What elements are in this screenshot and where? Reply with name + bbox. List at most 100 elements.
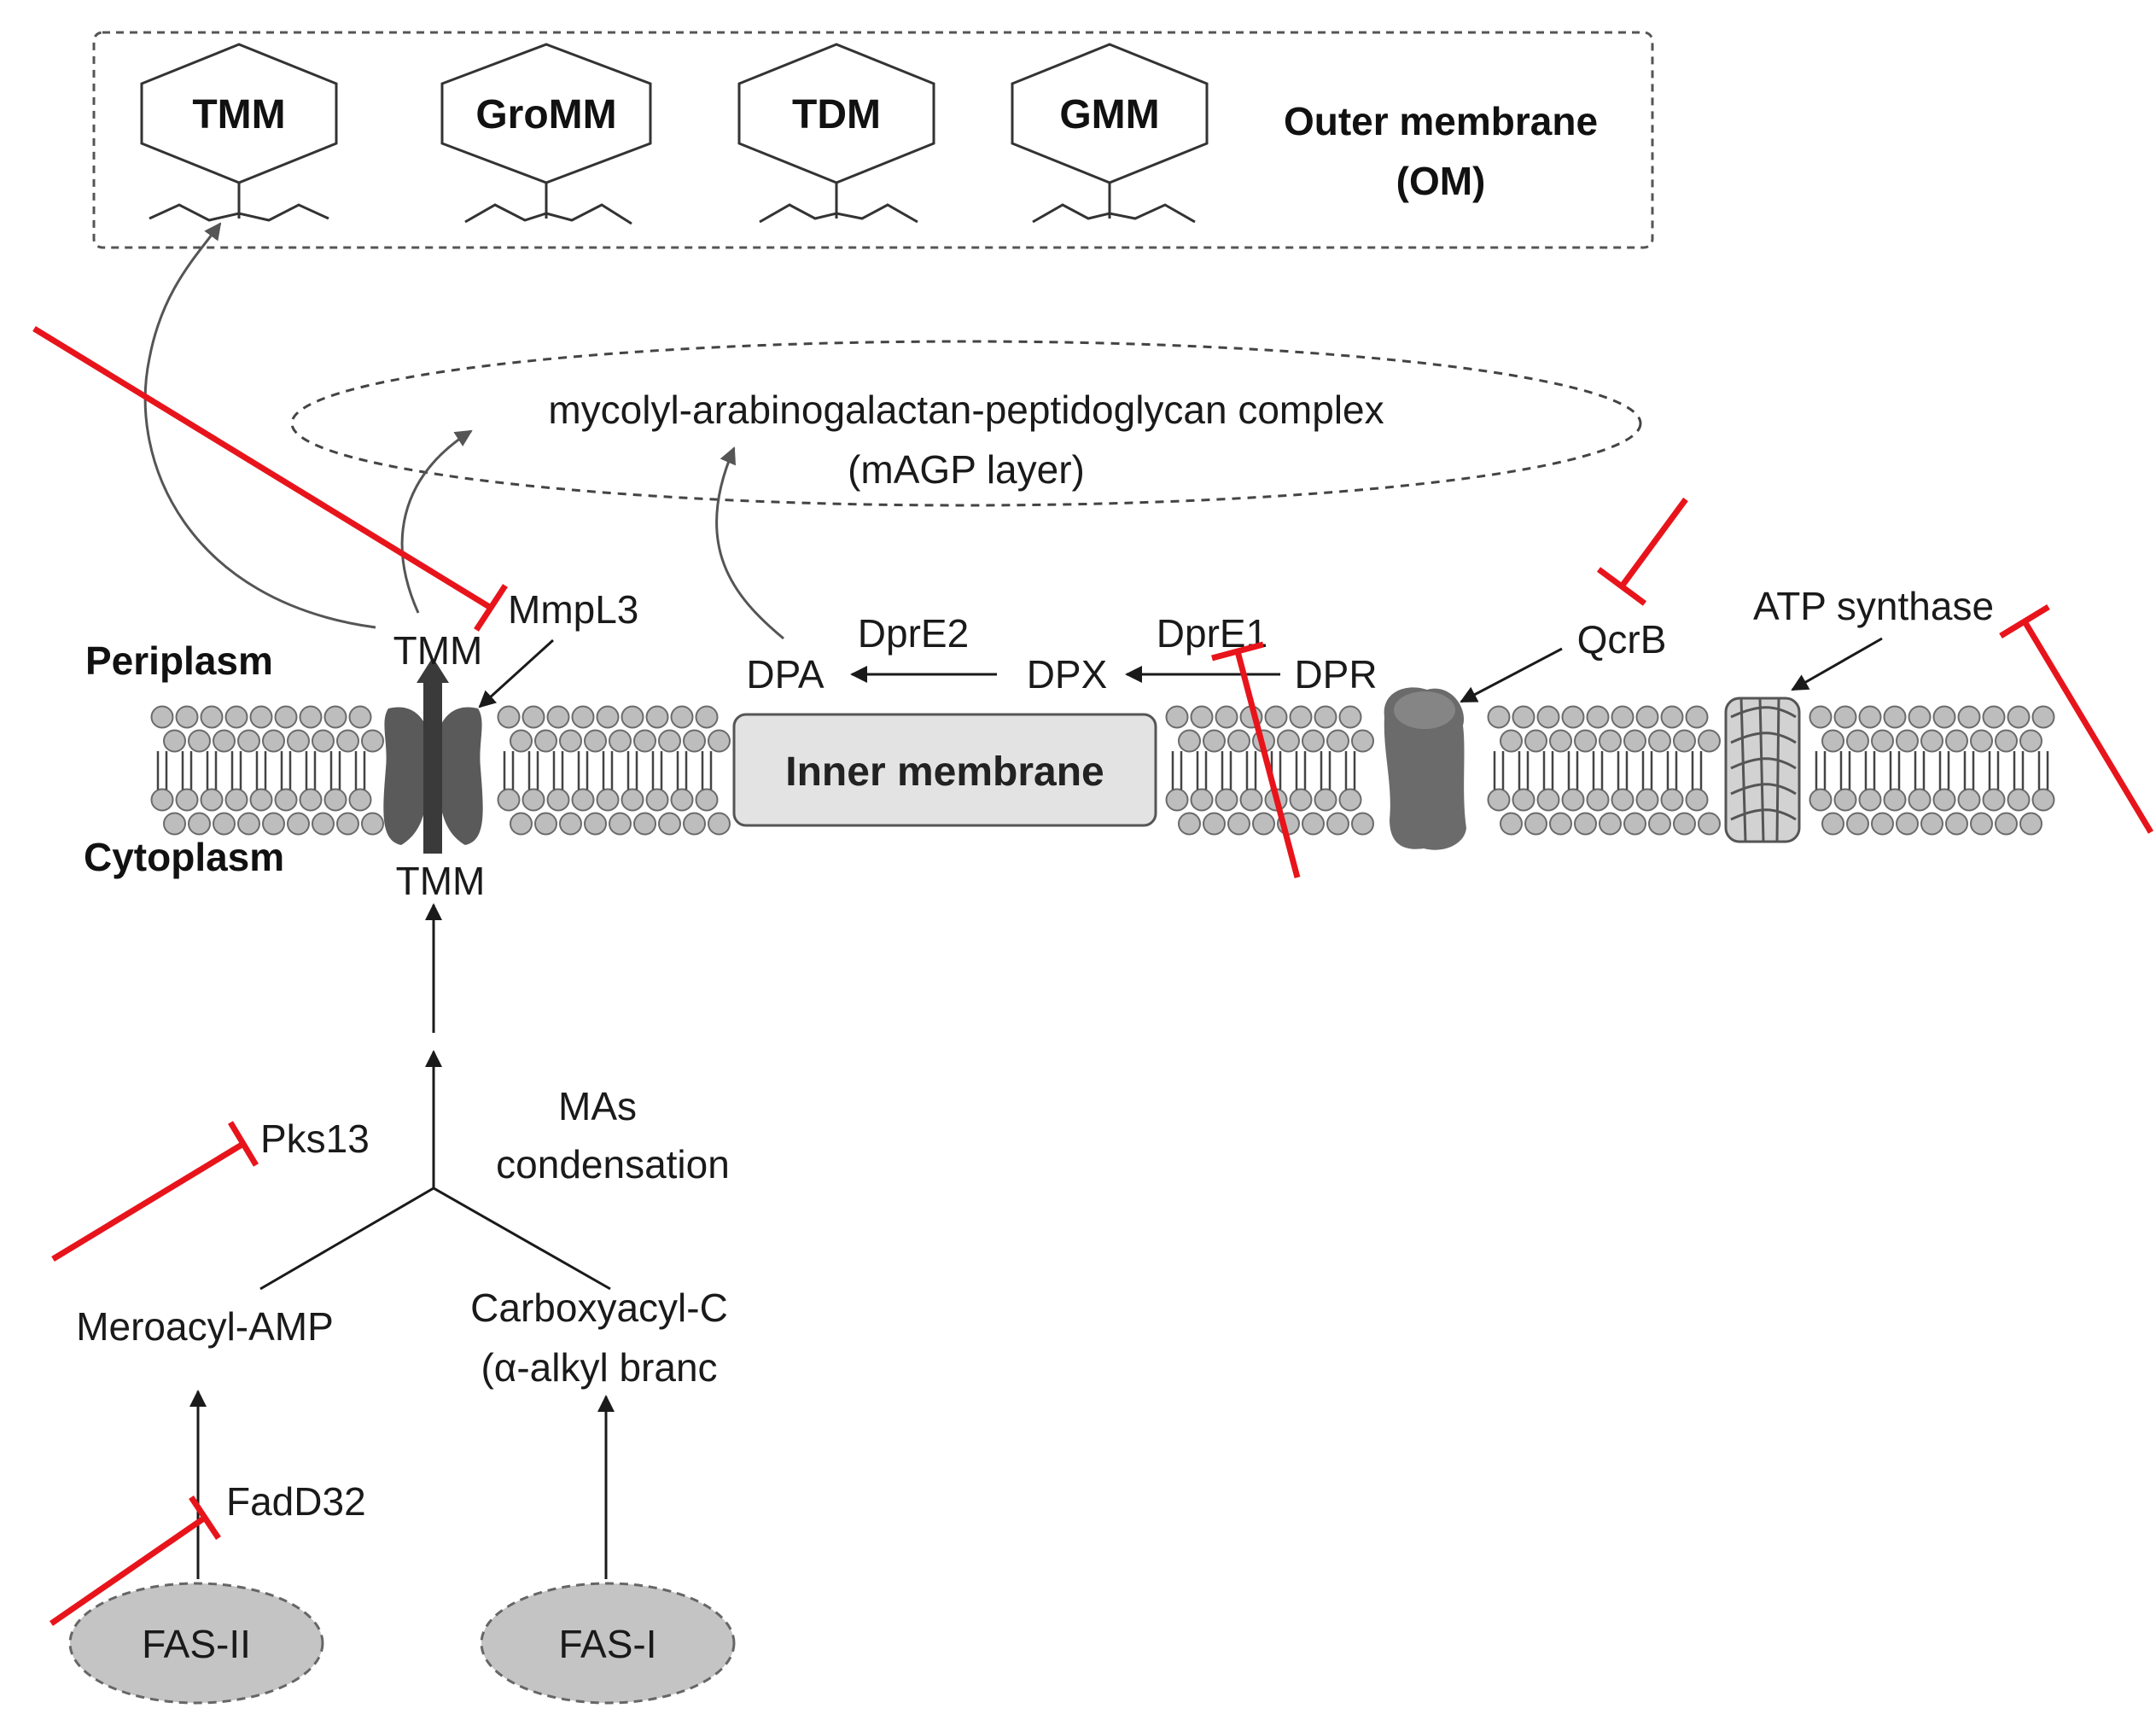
lipid-head: [1908, 788, 1932, 812]
lipid-head: [150, 705, 174, 729]
magp-layer-ellipse: [290, 340, 1642, 507]
lipid-head: [1846, 729, 1869, 753]
pks13-inhibition: [51, 1121, 259, 1262]
lipid-head: [1920, 812, 1943, 836]
lipid-head: [1536, 788, 1560, 812]
lipid-head: [1833, 788, 1857, 812]
qcrb-inhibition: [1596, 497, 1688, 606]
lipid-head: [621, 788, 644, 812]
lipid-head: [175, 705, 199, 729]
lipid-head: [1487, 788, 1511, 812]
lipid-head: [1698, 812, 1721, 836]
mmpl3-pointer: [478, 638, 555, 708]
lipid-head: [534, 729, 557, 753]
carboxyacyl-branch-label: (α-alkyl branc: [481, 1345, 717, 1390]
lipid-head: [1500, 729, 1523, 753]
atp-synthase-label: ATP synthase: [1753, 584, 1994, 628]
dpre2-label: DprE2: [858, 611, 969, 656]
lipid-head: [1809, 705, 1833, 729]
lipid-head: [2031, 788, 2055, 812]
lipid-head: [1586, 705, 1610, 729]
lipid-head: [312, 812, 335, 836]
fas2-node: FAS-II: [68, 1582, 324, 1705]
lipid-head: [1648, 729, 1671, 753]
lipid-head: [1487, 705, 1511, 729]
lipid-head: [213, 729, 236, 753]
lipid-head: [1165, 788, 1189, 812]
lipid-head: [1512, 705, 1535, 729]
lipid-head: [534, 812, 557, 836]
lipid-head: [1326, 729, 1349, 753]
lipid-head: [2019, 812, 2042, 836]
lipid-head: [1995, 729, 2018, 753]
lipid-head: [287, 729, 310, 753]
lipid-head: [2019, 729, 2042, 753]
lipid-head: [1982, 705, 2006, 729]
atp-synthase-complex: [1724, 697, 1801, 843]
dpre1-inhibition: [1211, 641, 1301, 878]
fas1-label: FAS-I: [558, 1622, 656, 1666]
lipid-head: [1995, 812, 2018, 836]
lipid-head: [1586, 788, 1610, 812]
lipid-head: [361, 729, 384, 753]
glycolipid-tmm: TMM: [140, 43, 338, 222]
lipid-head: [658, 812, 681, 836]
lipid-head: [1982, 788, 2006, 812]
magp-abbrev: (mAGP layer): [848, 447, 1085, 492]
lipid-head: [621, 705, 644, 729]
lipid-head: [1351, 729, 1374, 753]
lipid-head: [559, 729, 582, 753]
lipid-head: [1858, 788, 1882, 812]
lipid-head: [1338, 705, 1362, 729]
fadd32-inhibition: [50, 1495, 221, 1626]
lipid-head: [1524, 729, 1547, 753]
lipid-head: [658, 729, 681, 753]
lipid-head: [1203, 729, 1226, 753]
lipid-head: [262, 812, 285, 836]
lipid-heads: [150, 705, 2055, 836]
lipid-head: [1549, 729, 1572, 753]
lipid-head: [633, 729, 656, 753]
lipid-head: [224, 705, 248, 729]
lipid-head: [262, 729, 285, 753]
lipid-head: [1289, 788, 1313, 812]
lipid-head: [609, 729, 632, 753]
lipid-head: [1945, 812, 1968, 836]
lipid-head: [497, 705, 521, 729]
carboxyacyl-label: Carboxyacyl-C: [470, 1286, 728, 1330]
mas-label: MAs: [558, 1084, 637, 1128]
lipid-head: [1932, 788, 1956, 812]
lipid-head: [188, 812, 211, 836]
cytoplasm-label: Cytoplasm: [84, 835, 284, 879]
lipid-head: [163, 729, 186, 753]
lipid-head: [2007, 705, 2031, 729]
lipid-head: [695, 788, 719, 812]
lipid-head: [1252, 812, 1275, 836]
lipid-head: [1883, 705, 1907, 729]
mmpl3-inhibition: [32, 326, 508, 632]
lipid-head: [1908, 705, 1932, 729]
lipid-head: [175, 788, 199, 812]
lipid-head: [1896, 729, 1919, 753]
glycolipid-tdm: TDM: [737, 43, 935, 224]
glycolipid-label: TDM: [792, 92, 881, 137]
lipid-head: [596, 705, 620, 729]
lipid-head: [708, 729, 731, 753]
fas2-label: FAS-II: [142, 1622, 251, 1666]
lipid-head: [1190, 705, 1214, 729]
lipid-head: [1524, 812, 1547, 836]
lipid-head: [1178, 812, 1201, 836]
lipid-head: [249, 705, 273, 729]
lipid-head: [522, 788, 545, 812]
lipid-head: [1561, 788, 1585, 812]
lipid-head: [1945, 729, 1968, 753]
inner-membrane-box: [732, 713, 1157, 827]
lipid-head: [1314, 788, 1337, 812]
outer-membrane-abbrev: (OM): [1396, 159, 1486, 203]
lipid-head: [150, 788, 174, 812]
inner-membrane-bilayer: [150, 705, 2055, 836]
lipid-head: [1871, 812, 1894, 836]
lipid-head: [1970, 729, 1993, 753]
lipid-head: [299, 788, 323, 812]
